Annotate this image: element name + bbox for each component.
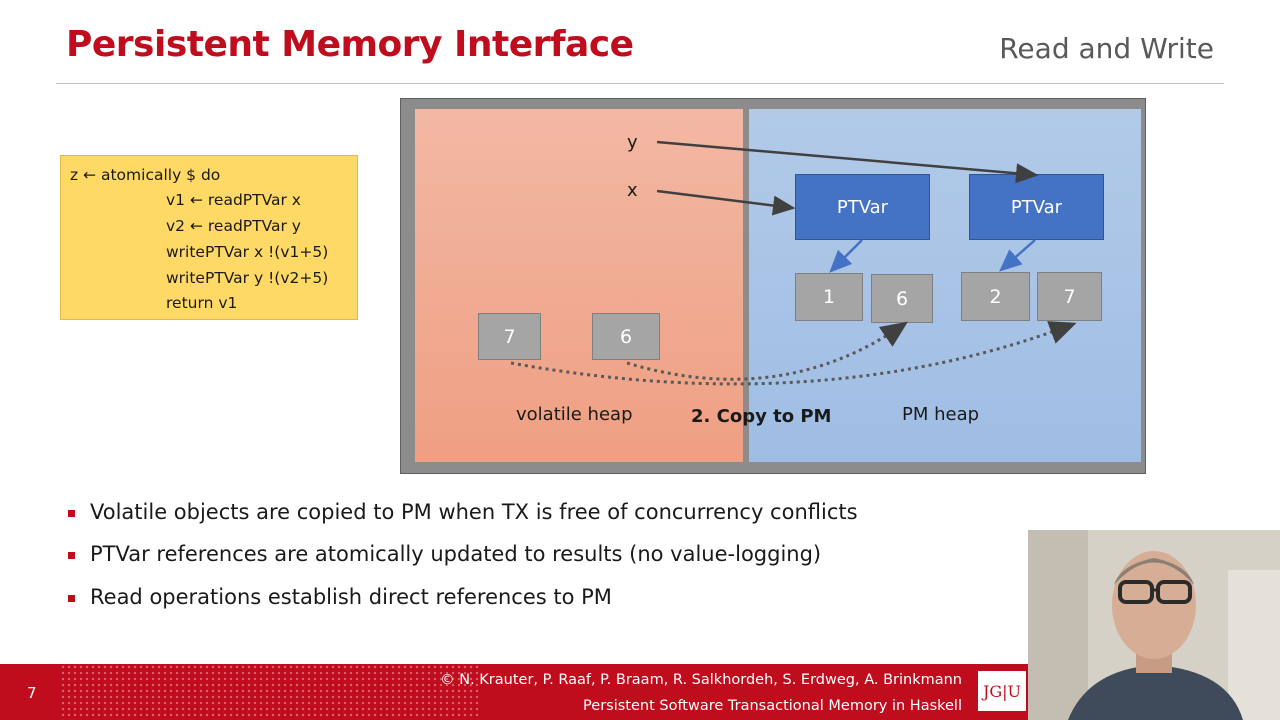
volatile-cell-7: 7 [478,313,541,360]
copy-arrow-7 [510,321,1077,386]
arrow-y-to-ptvar [656,140,1039,184]
var-y-label: y [627,132,638,153]
arrow-x-to-ptvar [656,189,796,216]
arrow-ptvar-y-to-cell [999,239,1036,272]
pm-heap-label: PM heap [902,404,980,425]
volatile-heap-label: volatile heap [516,404,633,425]
bullet-text: Read operations establish direct referen… [90,585,612,609]
code-line: writePTVar x !(v1+5) [166,243,329,261]
bullet-text: Volatile objects are copied to PM when T… [90,500,858,524]
copy-step-label: 2. Copy to PM [691,406,832,427]
bullet-text: PTVar references are atomically updated … [90,542,822,566]
reference-arrows [510,140,1077,386]
presenter-webcam [1028,530,1280,720]
paper-title: Persistent Software Transactional Memory… [583,698,962,714]
ptvar-x-box: PTVar [795,174,930,240]
code-line: return v1 [166,294,238,312]
presenter-video-icon [1028,530,1280,720]
code-line: v2 ← readPTVar y [166,217,301,235]
volatile-cell-6: 6 [592,313,660,360]
footer-pattern [60,664,480,720]
author-credit: © N. Krauter, P. Raaf, P. Braam, R. Salk… [440,672,962,688]
copy-arrow-6 [626,321,908,381]
pm-cell-old-y: 2 [961,272,1030,321]
code-snippet: z ← atomically $ do v1 ← readPTVar x v2 … [60,155,358,320]
jgu-logo: JG|U [978,671,1026,711]
ptvar-y-box: PTVar [969,174,1104,240]
code-line: writePTVar y !(v2+5) [166,269,329,287]
slide-subtitle: Read and Write [999,32,1214,65]
volatile-heap-region [415,109,743,462]
pm-cell-new-x: 6 [871,274,933,323]
pm-cell-new-y: 7 [1037,272,1102,321]
arrow-ptvar-x-to-cell [829,239,863,273]
memory-diagram: y x PTVar PTVar 1 6 2 7 7 6 volatile hea… [400,98,1146,474]
pm-cell-old-x: 1 [795,273,863,321]
header-divider [56,83,1224,84]
code-line: z ← atomically $ do [70,166,221,184]
bullet-marker [68,510,75,517]
var-x-label: x [627,180,638,201]
slide-title: Persistent Memory Interface [66,24,634,65]
bullet-marker [68,595,75,602]
bullet-marker [68,552,75,559]
page-number: 7 [27,684,37,702]
code-line: v1 ← readPTVar x [166,191,301,209]
